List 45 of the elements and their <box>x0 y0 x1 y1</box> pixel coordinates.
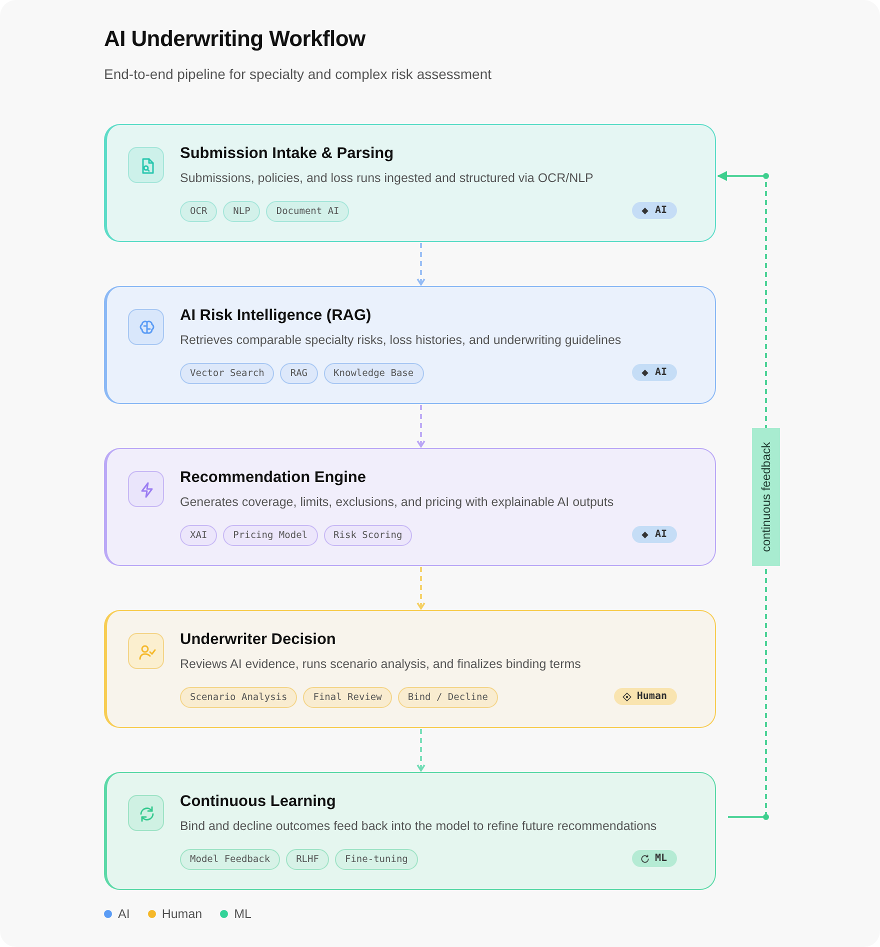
stage-description: Submissions, policies, and loss runs ingested and structured via OCR/NLP <box>180 171 594 185</box>
tag-pill: Fine-tuning <box>334 849 418 870</box>
flow-arrow <box>416 405 426 448</box>
stage-title: AI Risk Intelligence (RAG) <box>180 307 372 325</box>
tag-pill: Risk Scoring <box>324 525 412 546</box>
tag-pill: Document AI <box>266 201 350 222</box>
tag-pill: RLHF <box>286 849 329 870</box>
stage-title: Underwriter Decision <box>180 631 336 649</box>
edge-label: continuous feedback <box>752 428 780 566</box>
legend-label: AI <box>118 907 130 921</box>
tag-pill: RAG <box>280 363 318 384</box>
flow-arrow <box>416 729 426 772</box>
flow-arrow <box>416 243 426 286</box>
tag-pill: OCR <box>180 201 218 222</box>
type-badge: AI <box>632 526 677 543</box>
tag-pill: XAI <box>180 525 218 546</box>
diagram-subtitle: End-to-end pipeline for specialty and complex risk assessment <box>104 66 492 82</box>
stage-title: Recommendation Engine <box>180 469 366 487</box>
stage-title: Continuous Learning <box>180 793 336 811</box>
legend-label: ML <box>234 907 252 921</box>
stage-description: Reviews AI evidence, runs scenario analysis, and finalizes binding terms <box>180 657 581 671</box>
tag-pill: Knowledge Base <box>324 363 424 384</box>
type-badge: AI <box>632 202 677 219</box>
stage-card <box>104 772 716 890</box>
diagram-title: AI Underwriting Workflow <box>104 26 366 52</box>
stage-description: Retrieves comparable specialty risks, loss histories, and underwriting guidelines <box>180 333 622 347</box>
stage-card <box>104 124 716 242</box>
tag-pill: Scenario Analysis <box>180 687 298 708</box>
stage-card <box>104 286 716 404</box>
stage-card <box>104 610 716 728</box>
type-badge: ML <box>632 850 677 867</box>
tag-pill: Pricing Model <box>223 525 318 546</box>
tag-pill: Vector Search <box>180 363 274 384</box>
tag-pill: Model Feedback <box>180 849 280 870</box>
tag-pill: Bind / Decline <box>398 687 498 708</box>
type-badge: AI <box>632 364 677 381</box>
stage-title: Submission Intake & Parsing <box>180 145 394 163</box>
legend-label: Human <box>162 907 202 921</box>
type-badge: Human <box>614 688 677 705</box>
flow-arrow <box>416 567 426 610</box>
tag-pill: Final Review <box>303 687 392 708</box>
tag-pill: NLP <box>223 201 260 222</box>
stage-card <box>104 448 716 566</box>
stage-description: Bind and decline outcomes feed back into the model to refine future recommendations <box>180 819 657 833</box>
stage-description: Generates coverage, limits, exclusions, and pricing with explainable AI outputs <box>180 495 614 509</box>
